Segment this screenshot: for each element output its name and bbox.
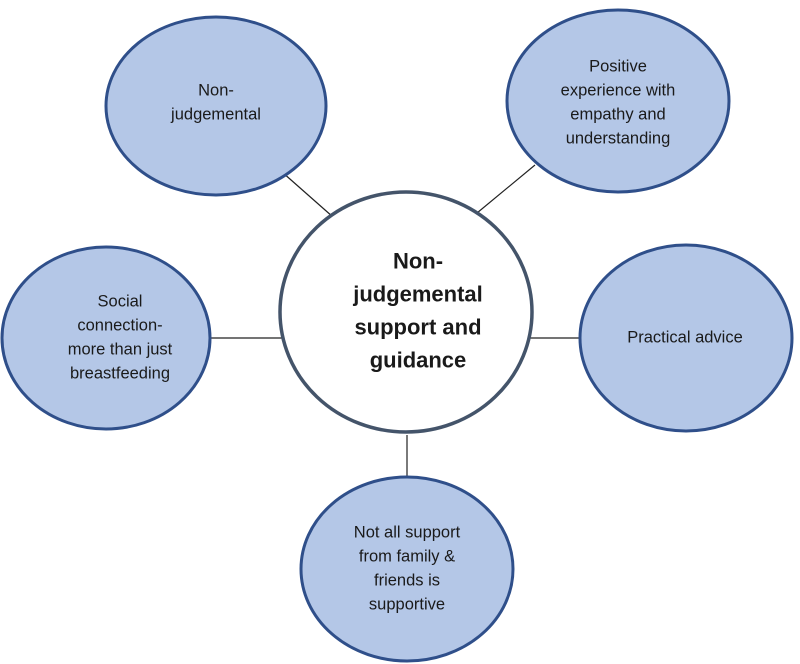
node-non-judgemental-label: Non-judgemental: [170, 81, 261, 123]
label-line: judgemental: [352, 281, 483, 306]
center-node-bubble: [278, 190, 534, 434]
connector-non-judgemental: [281, 171, 334, 218]
label-line: Non-: [393, 248, 443, 273]
node-non-judgemental-bubble: [104, 15, 328, 197]
node-social-connection: Social connection-more than just breastfee…: [0, 245, 212, 431]
label-line: supportive: [369, 595, 445, 613]
label-line: experience with: [561, 81, 676, 99]
label-line: connection-: [77, 316, 162, 334]
label-line: Non-: [198, 81, 234, 99]
label-line: understanding: [566, 129, 671, 147]
label-line: empathy and: [570, 105, 665, 123]
label-line: breastfeeding: [70, 364, 170, 382]
node-practical-advice-label: Practical advice: [627, 328, 743, 346]
label-line: guidance: [370, 347, 467, 372]
connector-positive-experience: [476, 164, 536, 214]
label-line: support and: [354, 314, 481, 339]
node-family-friends-label: Not all support from family & friends is su…: [354, 523, 461, 613]
label-line: from family &: [359, 547, 455, 565]
label-line: Social: [98, 292, 143, 310]
node-positive-experience-bubble: [505, 8, 731, 194]
node-family-friends-bubble: [299, 475, 515, 663]
label-line: more than just: [68, 340, 173, 358]
node-positive-experience-label: Positive experience with empathy and unders…: [561, 57, 676, 147]
node-social-connection-label: Social connection-more than just breastfee…: [68, 292, 173, 382]
center-node-label: Non-judgemental support and guidance: [352, 248, 483, 372]
label-line: Practical advice: [627, 328, 743, 346]
label-line: friends is: [374, 571, 440, 589]
center-node: Non-judgemental support and guidance: [278, 190, 534, 434]
node-positive-experience: Positive experience with empathy and unders…: [505, 8, 731, 194]
connectors: [210, 164, 580, 477]
label-line: judgemental: [170, 105, 261, 123]
node-social-connection-bubble: [0, 245, 212, 431]
node-non-judgemental: Non-judgemental: [104, 15, 328, 197]
label-line: Not all support: [354, 523, 461, 541]
node-family-friends: Not all support from family & friends is su…: [299, 475, 515, 663]
node-practical-advice: Practical advice: [578, 243, 794, 433]
label-line: Positive: [589, 57, 647, 75]
node-practical-advice-bubble: [578, 243, 794, 433]
